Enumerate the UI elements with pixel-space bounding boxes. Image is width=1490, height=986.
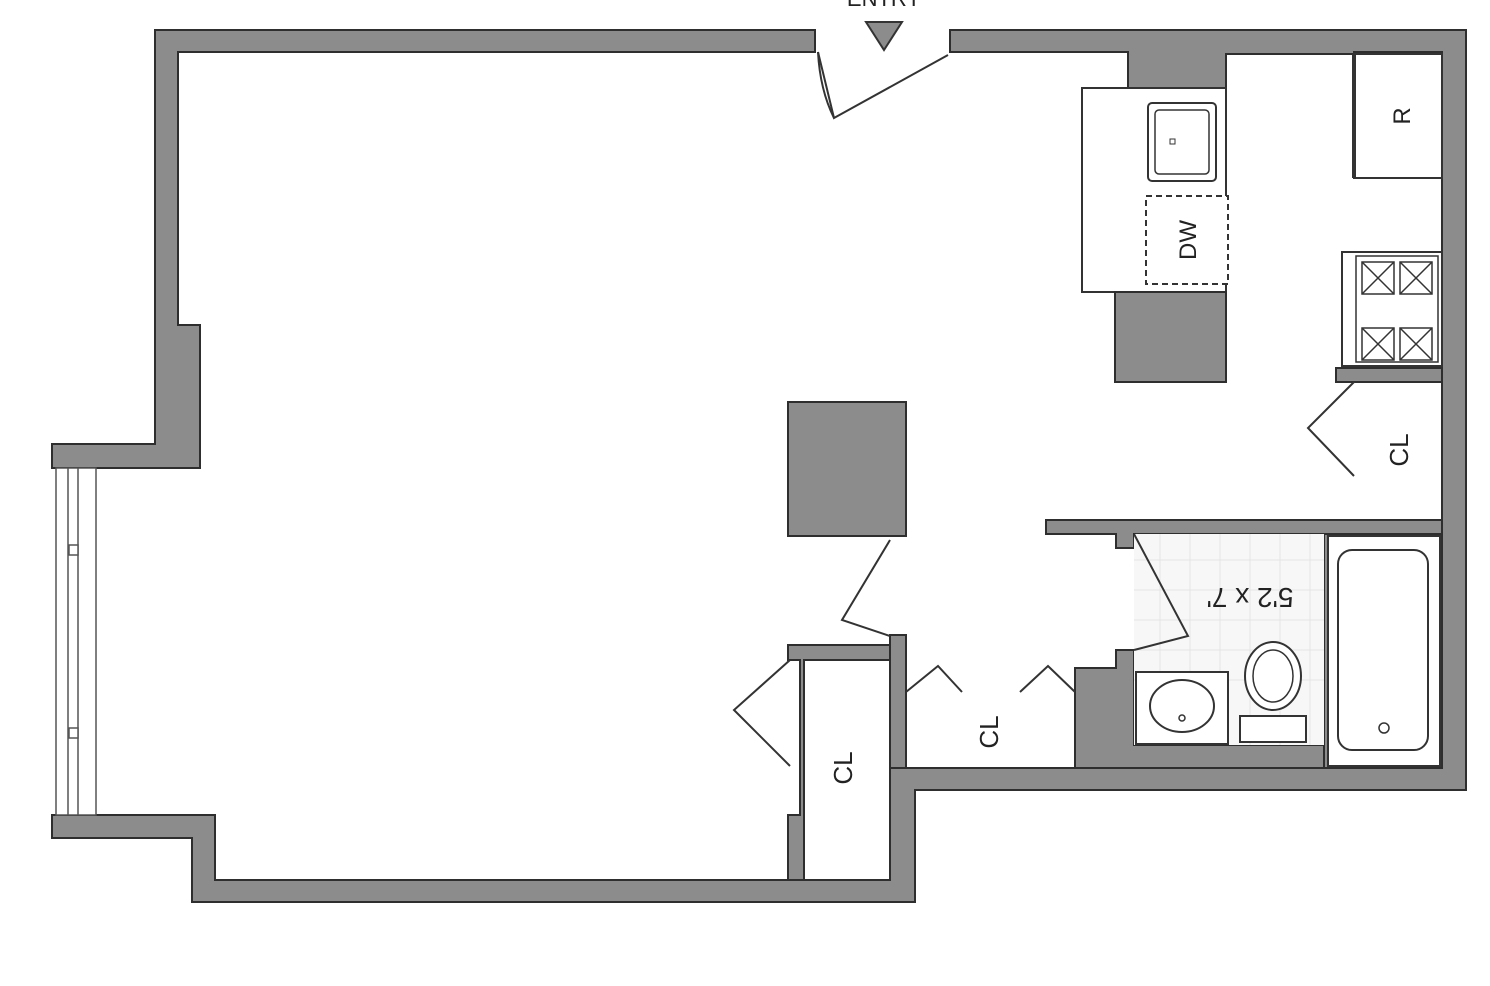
hall-closet: CL	[840, 539, 1076, 769]
kitchen-closet: CL	[1306, 367, 1443, 477]
exterior-wall	[51, 29, 1467, 903]
tub-drain-icon	[1378, 722, 1390, 734]
closet-label-kitchen: CL	[1384, 433, 1414, 466]
refrigerator: R	[1352, 53, 1443, 179]
burner-icon	[1399, 327, 1433, 361]
bathroom: 5'2 x 7'	[1133, 533, 1441, 767]
entry-door: ENTRY	[817, 0, 949, 120]
entry-arrow-icon	[864, 21, 904, 52]
burner-icon	[1399, 261, 1433, 295]
entry-label: ENTRY	[847, 0, 921, 11]
bathroom-dimensions: 5'2 x 7'	[1207, 582, 1294, 613]
window	[55, 467, 97, 816]
sink-icon	[1149, 679, 1215, 733]
closet-label-living: CL	[828, 751, 858, 784]
dishwasher	[1145, 195, 1229, 285]
sink-drain-icon	[1169, 138, 1176, 145]
stove	[1341, 251, 1443, 367]
burner-icon	[1361, 261, 1395, 295]
kitchen-counter: DW	[1081, 87, 1229, 383]
toilet-icon	[1239, 641, 1307, 743]
closet-label-hall: CL	[974, 715, 1004, 748]
burner-icon	[1361, 327, 1395, 361]
column	[787, 401, 907, 537]
dishwasher-label: DW	[1175, 220, 1202, 260]
refrigerator-label: R	[1389, 107, 1416, 124]
bathtub	[1327, 535, 1441, 767]
living-closet: CL	[732, 644, 891, 881]
